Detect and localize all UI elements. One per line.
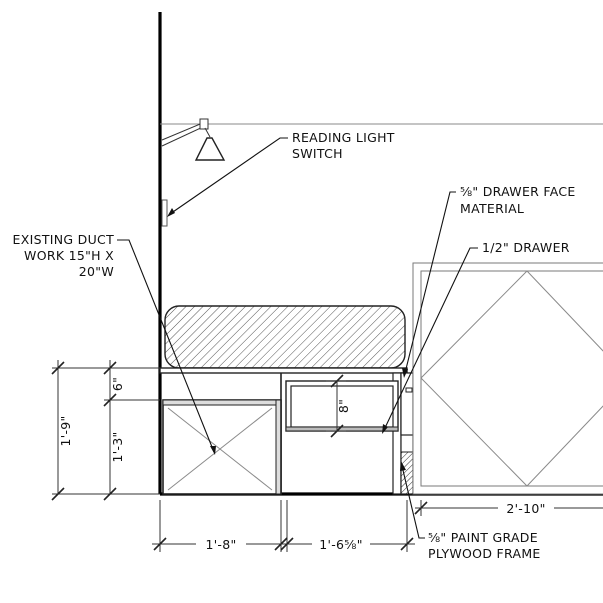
- width-mid-label: 1'-6⅝": [319, 537, 363, 552]
- reading-light-icon: [161, 118, 226, 161]
- drawer: [285, 380, 399, 432]
- leader-lines: [117, 137, 478, 539]
- note-existing-duct-line3: 20"W: [79, 264, 114, 279]
- lower-height-label: 1'-3": [110, 431, 125, 462]
- width-left-label: 1'-8": [205, 537, 236, 552]
- note-existing-duct-line1: EXISTING DUCT: [13, 232, 115, 247]
- note-half-drawer: 1/2" DRAWER: [482, 240, 570, 255]
- adjacent-cabinet: [412, 262, 603, 495]
- upper-height-label: 6": [110, 377, 125, 391]
- duct-box: [162, 399, 282, 495]
- note-paint-grade-line1: ⅝" PAINT GRADE: [428, 530, 538, 545]
- note-drawer-face-line2: MATERIAL: [460, 201, 524, 216]
- left-vertical-dimensions: [51, 360, 160, 501]
- note-paint-grade-line2: PLYWOOD FRAME: [428, 546, 541, 561]
- drawer-height-label: 8": [336, 399, 351, 413]
- note-reading-light-line2: SWITCH: [292, 146, 343, 161]
- note-drawer-face-line1: ⅝" DRAWER FACE: [460, 184, 576, 199]
- note-existing-duct-line2: WORK 15"H X: [24, 248, 114, 263]
- bench-top: [159, 367, 408, 374]
- light-switch-icon: [161, 199, 168, 227]
- overall-height-label: 1'-9": [58, 415, 73, 446]
- seat-cushion: [164, 305, 406, 369]
- width-right-label: 2'-10": [506, 501, 545, 516]
- drawer-height-dimension: [326, 374, 346, 438]
- note-reading-light-line1: READING LIGHT: [292, 130, 395, 145]
